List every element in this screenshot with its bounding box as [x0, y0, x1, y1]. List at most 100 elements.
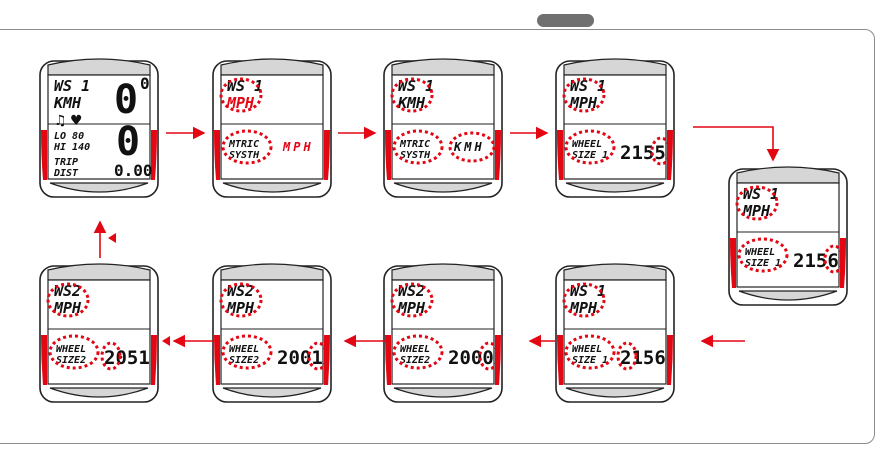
screen-line2: KMH — [53, 94, 82, 112]
bottom-label-1: WHEEL — [400, 344, 430, 355]
bottom-label-2: SIZE2 — [400, 355, 430, 366]
device-screen — [563, 279, 667, 385]
device-top-band — [391, 263, 495, 281]
device-top-band — [563, 58, 667, 76]
highlight-bottom-label — [564, 129, 616, 165]
bottom-label-1: TRIP — [54, 157, 78, 168]
device-screen — [391, 279, 495, 385]
bottom-label-2: SIZE2 — [56, 355, 86, 366]
highlight-last-digit — [650, 136, 672, 166]
bottom-label-1: WHEEL — [745, 247, 775, 258]
screen-line1: WS2 — [54, 282, 81, 300]
device-right-grip — [324, 130, 330, 180]
highlight-bottom-label — [392, 334, 444, 370]
device-left-grip — [41, 335, 47, 385]
heart-icon: ♥ — [70, 113, 83, 129]
highlight-top — [219, 282, 263, 318]
hr-zone-high: HI 140 — [53, 142, 90, 153]
bottom-label-1: MTRIC — [399, 139, 430, 150]
device-screen — [220, 74, 324, 180]
bottom-label-2: SIZE 1 — [572, 150, 608, 161]
highlight-bottom-label — [564, 334, 616, 370]
highlight-bottom-value — [448, 131, 496, 163]
device-top-band — [220, 58, 324, 76]
highlight-last-digit — [823, 244, 845, 274]
bottom-label-2: SYSTH — [229, 150, 260, 161]
bottom-label-1: WHEEL — [572, 139, 602, 150]
big-digit-2: 0 — [116, 119, 140, 165]
device-screen — [220, 279, 324, 385]
screen-line2: MPH — [53, 299, 82, 317]
device-right-grip — [151, 335, 157, 385]
device-screen — [736, 182, 840, 288]
device-left-grip — [41, 130, 47, 180]
screen-line1: WS2 — [227, 282, 254, 300]
flow-arrow-3 — [693, 126, 780, 162]
device-right-grip — [151, 130, 157, 180]
bottom-label-1: MTRIC — [228, 139, 259, 150]
screen-line2: KMH — [397, 94, 426, 112]
device-bottom-band — [49, 182, 149, 193]
device-bottom-band — [565, 182, 665, 193]
highlight-first-digit — [100, 341, 122, 371]
device-bottom-band — [49, 387, 149, 398]
bottom-label-2: SIZE2 — [229, 355, 259, 366]
bottom-label-1: WHEEL — [56, 344, 86, 355]
highlight-bottom-label — [48, 334, 100, 370]
pointer-triangle-1 — [162, 336, 170, 346]
screen-line2: MPH — [569, 299, 598, 317]
device-bottom-band — [393, 182, 493, 193]
highlight-top — [562, 282, 606, 318]
bottom-value: 2156 — [620, 347, 666, 369]
device-left-grip — [730, 238, 736, 288]
highlight-top — [219, 77, 263, 113]
highlight-top — [390, 77, 434, 113]
screen-line2: MPH — [397, 299, 426, 317]
highlight-bottom-label — [221, 334, 273, 370]
device-screen — [47, 279, 151, 385]
device-left-grip — [385, 335, 391, 385]
panel-tab — [537, 14, 594, 27]
bottom-value: KMH — [453, 140, 485, 154]
highlight-bottom-label — [392, 129, 444, 165]
device-screen — [391, 74, 495, 180]
screen-line2: MPH — [226, 94, 255, 112]
screen-line1: WS 1 — [54, 77, 90, 95]
device-top-band — [736, 166, 840, 184]
device-bottom-band — [565, 387, 665, 398]
device-left-grip — [557, 335, 563, 385]
bottom-label-1: WHEEL — [572, 344, 602, 355]
device-top-band — [47, 58, 151, 76]
highlight-top — [562, 77, 606, 113]
bottom-label-2: DIST — [53, 168, 79, 179]
device-bottom-band — [393, 387, 493, 398]
bottom-value: 2001 — [277, 347, 323, 369]
big-digit-1-sup: 0 — [140, 74, 150, 93]
screen-line2: MPH — [742, 202, 771, 220]
bottom-value: 2000 — [448, 347, 494, 369]
highlight-last-digit — [307, 341, 329, 371]
device-bottom-band — [222, 387, 322, 398]
device-top-band — [563, 263, 667, 281]
highlight-bottom-label — [221, 129, 273, 165]
device-top-band — [47, 263, 151, 281]
bottom-value: 0.00 — [114, 161, 153, 180]
note-icon: ♫ — [54, 113, 67, 129]
screen-line1: WS2 — [398, 282, 425, 300]
pointer-triangle-0 — [108, 233, 116, 243]
bottom-value: 2156 — [793, 250, 839, 272]
bottom-value: 2155 — [620, 142, 666, 164]
device-left-grip — [385, 130, 391, 180]
screen-line2: MPH — [226, 299, 255, 317]
bottom-value: 2051 — [104, 347, 150, 369]
hr-zone-low: LO 80 — [54, 131, 84, 142]
device-screen — [47, 74, 151, 180]
